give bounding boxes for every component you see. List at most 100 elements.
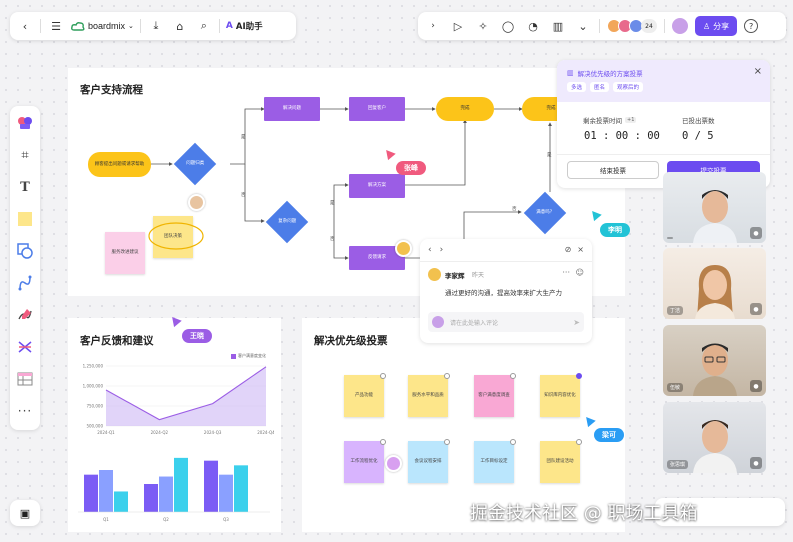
highlight-circle: [148, 222, 204, 250]
decision-label: 满意吗？: [536, 210, 555, 216]
x-tick-label: 2024-Q1: [97, 430, 115, 435]
collapse-icon[interactable]: ›: [431, 21, 435, 31]
feedback-title: 客户反馈和建议: [80, 335, 154, 347]
more-tools-icon[interactable]: ···: [17, 404, 33, 418]
flow-solution[interactable]: 解决方案: [349, 174, 405, 198]
priority-sticky[interactable]: 工作流程优化: [344, 439, 386, 483]
next-comment-icon[interactable]: ›: [439, 245, 444, 255]
watermark: 掘金技术社区 @ 职场工具箱: [470, 503, 698, 524]
more-down-icon[interactable]: ⌄: [578, 19, 588, 33]
vote-checkbox[interactable]: [444, 439, 450, 445]
priority-sticky[interactable]: 团队建设活动: [540, 439, 582, 483]
emoji-icon[interactable]: ☺: [575, 268, 584, 277]
area-line: [105, 366, 267, 421]
vote-checkbox[interactable]: [380, 373, 386, 379]
pen-icon[interactable]: [12, 302, 38, 328]
mic-icon[interactable]: ●: [750, 227, 762, 239]
timer-icon[interactable]: ◔: [528, 19, 538, 33]
priority-sticky[interactable]: 客户满意度调查: [474, 373, 516, 417]
prev-comment-icon[interactable]: ‹: [428, 245, 432, 255]
video-tile[interactable]: 丁洁 ●: [663, 248, 766, 319]
mic-icon[interactable]: ●: [750, 457, 762, 469]
celebrate-icon[interactable]: ✧: [478, 19, 488, 33]
vote-tag: 观察后的: [613, 82, 644, 92]
mind-map-icon[interactable]: [12, 334, 38, 360]
time-add-badge[interactable]: +1: [625, 117, 637, 123]
current-user-avatar[interactable]: [672, 18, 688, 34]
priority-sticky[interactable]: 会议议程安排: [408, 439, 450, 483]
priority-sticky[interactable]: 服务水平和品质: [408, 373, 450, 417]
priority-sticky[interactable]: 工作目标设定: [474, 439, 516, 483]
vote-checkbox[interactable]: [576, 439, 582, 445]
back-icon[interactable]: ‹: [22, 19, 28, 33]
collaborators[interactable]: 24: [607, 19, 657, 33]
brand-logo[interactable]: boardmix ⌄: [71, 21, 134, 31]
sticky-text: 产品功能: [355, 393, 373, 399]
text-icon[interactable]: T: [20, 179, 30, 195]
ai-assistant-button[interactable]: A AI助手: [226, 20, 263, 32]
legend-swatch: [231, 353, 236, 359]
minimap-button[interactable]: ▣: [10, 500, 40, 526]
vote-chart-icon[interactable]: ▥: [552, 19, 564, 33]
menu-icon[interactable]: ☰: [51, 19, 61, 33]
sticky-text: 团队建设活动: [546, 459, 574, 465]
vote-checkbox[interactable]: [510, 439, 516, 445]
mic-icon[interactable]: ●: [750, 303, 762, 315]
connector-icon[interactable]: [12, 270, 38, 296]
resolve-icon[interactable]: ⊘: [564, 245, 572, 254]
sticky-service-suggestion[interactable]: 服务改进建议: [105, 232, 145, 274]
vote-checkbox[interactable]: [380, 439, 386, 445]
video-tile[interactable]: 张思琪 ●: [663, 402, 766, 473]
shape-icon[interactable]: [12, 238, 38, 264]
brand-name: boardmix: [88, 21, 126, 31]
sticky-note-icon[interactable]: [12, 206, 38, 232]
comment-time: 昨天: [472, 272, 485, 279]
templates-icon[interactable]: [12, 110, 38, 136]
end-vote-button[interactable]: 结束投票: [567, 161, 659, 179]
vote-checkbox[interactable]: [576, 373, 582, 379]
search-icon[interactable]: ⌕: [200, 19, 207, 32]
table-icon[interactable]: [12, 366, 38, 392]
flow-reply-customer[interactable]: 回复客户: [349, 97, 405, 121]
top-left-toolbar: ‹ ☰ boardmix ⌄ ⤓ ⌂ ⌕ A AI助手: [10, 12, 296, 40]
left-toolbar: ⌗ T ···: [10, 106, 40, 430]
comment-text: 通过更好的沟通，提高效率来扩大生产力: [445, 289, 562, 297]
video-name: 丁洁: [667, 306, 684, 315]
branch-label: 是: [330, 201, 335, 206]
more-icon[interactable]: ···: [562, 268, 570, 277]
vote-checkbox[interactable]: [510, 373, 516, 379]
comment-input[interactable]: 请在此处输入评论 ➤: [428, 312, 584, 332]
vote-header: ▥ 解决优先级的方案投票 多选 匿名 观察后的: [557, 60, 770, 102]
divider: [139, 19, 141, 33]
video-tile[interactable]: 伍敏 ●: [663, 325, 766, 396]
download-icon[interactable]: ⤓: [153, 19, 159, 32]
bar: [234, 465, 248, 512]
help-icon[interactable]: ?: [744, 19, 759, 33]
bar: [99, 470, 113, 512]
comment-icon[interactable]: ◯: [501, 19, 515, 33]
sticky-text: 会议议程安排: [414, 459, 442, 465]
priority-sticky[interactable]: 知识库内容优化: [540, 373, 582, 417]
vote-checkbox[interactable]: [444, 373, 450, 379]
divider: [599, 19, 600, 33]
flow-end-node[interactable]: 完成: [436, 97, 494, 121]
branch-label: 是: [547, 153, 552, 158]
play-icon[interactable]: ▷: [453, 19, 463, 33]
extra-count-badge: 24: [641, 19, 657, 33]
tag-icon[interactable]: ⌂: [176, 19, 184, 33]
flow-start-node[interactable]: 顾客提出问题或请求帮助: [88, 152, 151, 177]
avatar: [395, 240, 412, 257]
mic-icon[interactable]: ●: [750, 380, 762, 392]
priority-sticky[interactable]: 产品功能: [344, 373, 386, 417]
close-icon[interactable]: ×: [753, 66, 762, 77]
bar: [144, 484, 158, 512]
send-icon[interactable]: ➤: [573, 317, 580, 327]
frame-icon[interactable]: ⌗: [21, 147, 29, 163]
close-icon[interactable]: ×: [577, 245, 584, 254]
video-tile[interactable]: ●: [663, 172, 766, 243]
flow-solve-problem[interactable]: 解决问题: [264, 97, 320, 121]
vote-tag: 匿名: [590, 82, 610, 92]
divider: [664, 19, 665, 33]
divider: [218, 19, 220, 33]
share-button[interactable]: ♙ 分享: [695, 16, 738, 36]
